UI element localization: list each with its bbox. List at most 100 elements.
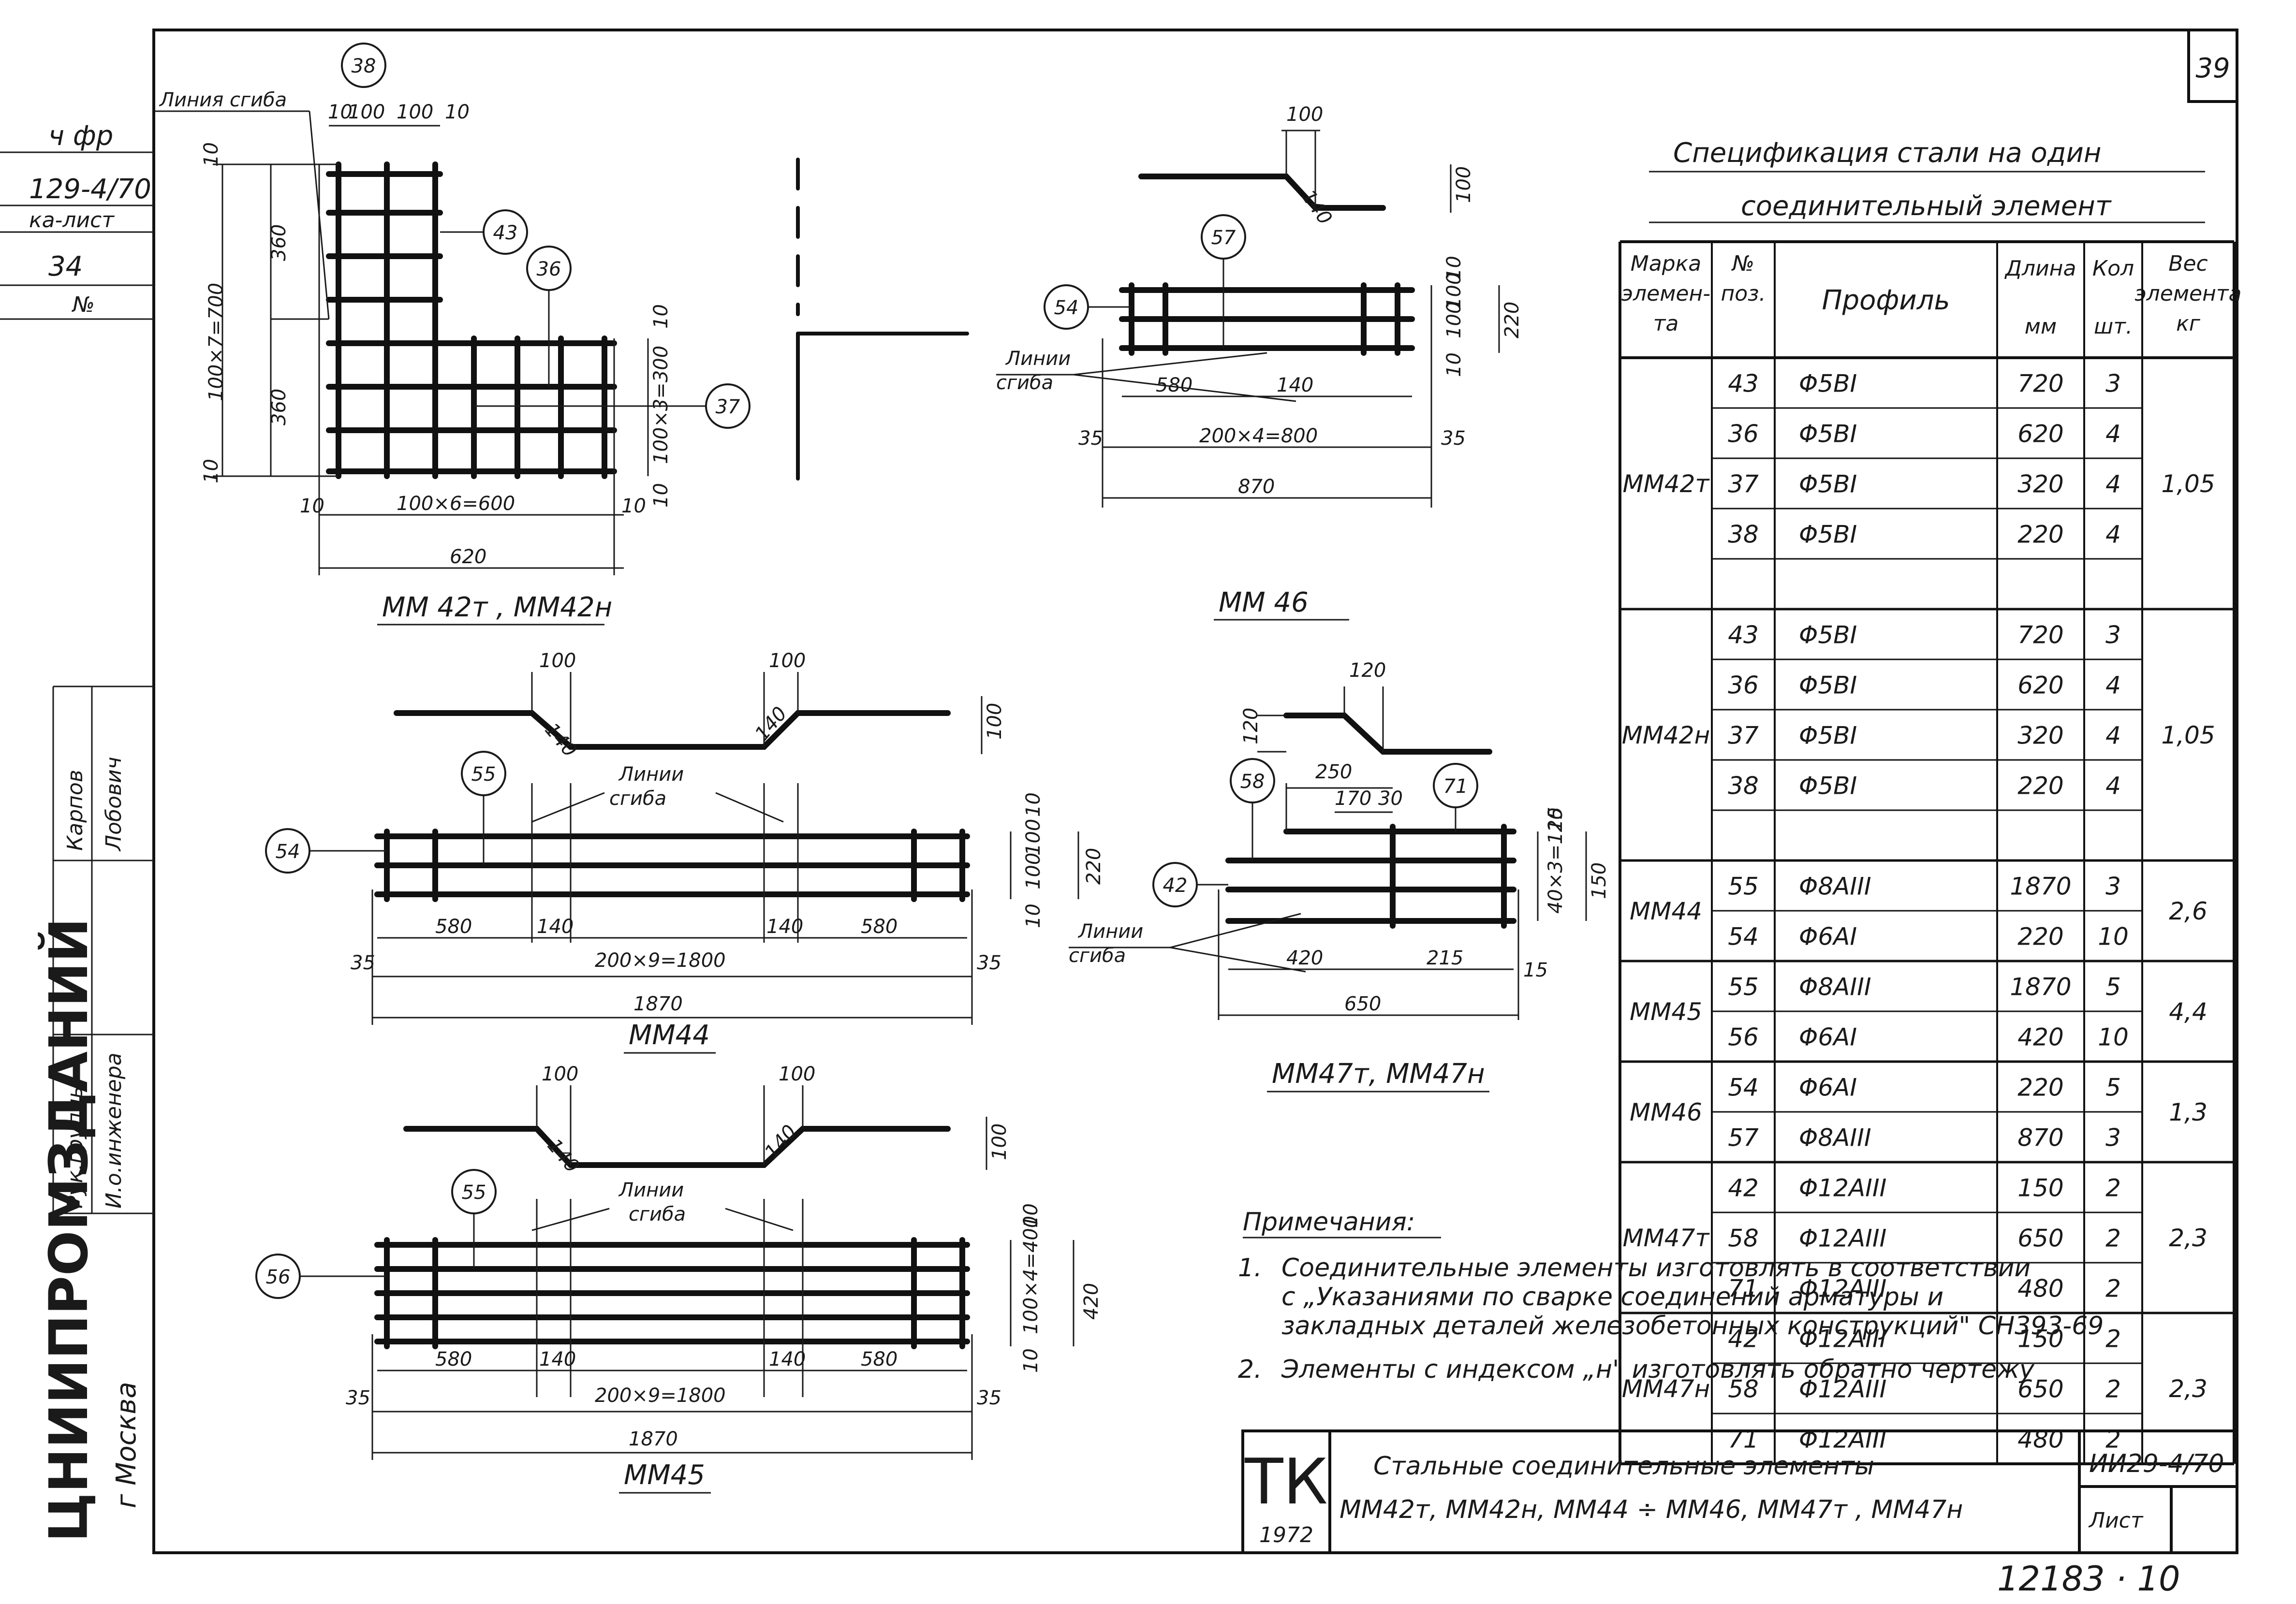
spec-cell-profile: Φ12AIII <box>1799 1375 1886 1403</box>
mm44-dim-580-r: 580 <box>861 916 898 938</box>
drawing-mm45: 100 100 140 140 100 10 100×4=400 10 420 … <box>255 1063 1103 1494</box>
spec-cell-length: 220 <box>2017 923 2063 951</box>
mm42-dim-620: 620 <box>450 546 486 568</box>
spec-cell-weight: 1,05 <box>2161 470 2215 498</box>
spec-cell-pos: 58 <box>1728 1225 1759 1253</box>
mm45-dim-140-bl: 140 <box>539 1348 576 1371</box>
mm44-dim-100b: 100 <box>1022 853 1045 889</box>
mm44-dim-140-br: 140 <box>766 916 803 938</box>
mm44-mark-55: 55 <box>471 763 496 786</box>
mm44-dim-100a: 100 <box>1022 819 1045 856</box>
mm47-dim-30: 30 <box>1378 787 1403 810</box>
mm42-dim-right-10a: 10 <box>650 304 672 329</box>
mm46-dim-10a: 10 <box>1443 256 1465 280</box>
mm42-dim-700: 100×7=700 <box>205 283 227 401</box>
spec-cell-qty: 4 <box>2105 521 2121 549</box>
spec-cell-pos: 71 <box>1728 1275 1759 1303</box>
spec-cell-qty: 4 <box>2105 772 2121 800</box>
mm45-dim-580-r: 580 <box>861 1348 898 1371</box>
mm45-dim-580-l: 580 <box>435 1348 472 1371</box>
mm47-dim-215: 215 <box>1427 947 1463 969</box>
mm44-caption: ММ44 <box>629 1020 710 1051</box>
mm47-mark-71: 71 <box>1443 775 1468 798</box>
spec-title-2: соединительный элемент <box>1741 190 2112 222</box>
mm45-dim-140-br: 140 <box>769 1348 806 1371</box>
spec-cell-pos: 42 <box>1728 1174 1759 1202</box>
mm46-bend-label-1: Линии <box>1005 348 1071 370</box>
sheet-number-box <box>2187 29 2238 103</box>
spec-cell-pos: 54 <box>1728 923 1759 951</box>
mm46-dim-35a: 35 <box>1078 427 1103 450</box>
mm44-dim-35a: 35 <box>351 952 375 974</box>
spec-cell-qty: 4 <box>2105 470 2121 498</box>
mm45-dim-10b: 10 <box>1020 1348 1042 1373</box>
spec-cell-weight: 2,6 <box>2169 897 2208 925</box>
spec-cell-profile: Φ6AI <box>1799 1023 1857 1051</box>
spec-cell-length: 650 <box>2017 1375 2063 1403</box>
spec-cell-length: 720 <box>2017 370 2063 398</box>
sheet-border <box>152 29 2238 1554</box>
spec-cell-profile: Φ5BI <box>1799 722 1857 750</box>
spec-header-weight: кг <box>2176 311 2201 336</box>
title-line-2: ММ42т, ММ42н, ММ44 ÷ ММ46, ММ47т , ММ47н <box>1339 1495 1963 1524</box>
mm42-mark-36: 36 <box>537 258 561 280</box>
notes: Примечания: 1. Соединительные элементы и… <box>1238 1208 2104 1384</box>
spec-header-pos: № <box>1731 251 1754 276</box>
mm44-dim-1870: 1870 <box>633 993 683 1015</box>
strip-cell-3: ка-лист <box>29 208 115 233</box>
spec-cell-profile: Φ5BI <box>1799 370 1857 398</box>
spec-cell-length: 620 <box>2017 420 2063 448</box>
mm42-dim-600: 100×6=600 <box>397 493 515 515</box>
strip-cell-2: 129-4/70 <box>29 174 151 205</box>
spec-header-mark: та <box>1653 311 1679 336</box>
spec-cell-pos: 55 <box>1728 973 1759 1001</box>
spec-cell-profile: Φ8AIII <box>1799 1124 1871 1152</box>
mm42-dim-top-100a: 100 <box>348 101 385 123</box>
strip-cell-1: ч фр <box>48 120 113 152</box>
spec-cell-length: 220 <box>2017 521 2063 549</box>
mm42-dim-left-10: 10 <box>200 142 222 167</box>
mm45-bend-label-1: Линии <box>618 1179 684 1201</box>
mm45-bend-label-2: сгиба <box>629 1203 686 1225</box>
note-2-num: 2. <box>1238 1355 1262 1384</box>
spec-cell-qty: 4 <box>2105 722 2121 750</box>
left-title-strip: ч фр 129-4/70 ка-лист 34 № Карпов Лобови… <box>0 120 154 1542</box>
mm45-dim-35a: 35 <box>346 1387 370 1409</box>
spec-cell-weight: 1,3 <box>2169 1098 2208 1126</box>
spec-cell-pos: 54 <box>1728 1074 1759 1102</box>
mm47-dim-150: 150 <box>1588 862 1610 899</box>
mm44-bend-label-1: Линии <box>618 763 684 786</box>
mm47-dim-250: 250 <box>1315 761 1352 783</box>
mm45-dim-35b: 35 <box>977 1387 1001 1409</box>
spec-cell-pos: 37 <box>1728 470 1759 498</box>
mm45-dim-420: 420 <box>1080 1283 1103 1320</box>
note-1-line-2: с „Указаниями по сварке соединений армат… <box>1281 1283 1943 1312</box>
note-2-line-1: Элементы с индексом „н" изготовлять обра… <box>1281 1355 2035 1384</box>
spec-cell-profile: Φ12AIII <box>1799 1275 1886 1303</box>
spec-cell-qty: 2 <box>2105 1275 2121 1303</box>
spec-cell-length: 220 <box>2017 1074 2063 1102</box>
spec-cell-length: 1870 <box>2010 973 2071 1001</box>
spec-cell-profile: Φ12AIII <box>1799 1325 1886 1353</box>
mm47-caption: ММ47т, ММ47н <box>1272 1058 1485 1090</box>
spec-cell-profile: Φ5BI <box>1799 521 1857 549</box>
spec-cell-mark: ММ42т <box>1622 470 1710 498</box>
drawing-mm46: 100 140 100 10 100 100 10 220 580 140 35… <box>996 103 1523 621</box>
mm46-dim-100-top: 100 <box>1286 103 1323 126</box>
mm44-mark-54: 54 <box>276 841 300 863</box>
mm45-dim-10a: 10 <box>1020 1203 1042 1228</box>
mm45-dim-100-l: 100 <box>542 1063 578 1085</box>
spec-cell-length: 320 <box>2017 722 2063 750</box>
spec-cell-qty: 3 <box>2105 873 2121 901</box>
spec-cell-length: 150 <box>2017 1174 2063 1202</box>
mm45-dim-1870: 1870 <box>629 1428 678 1450</box>
mm45-dim-100-r: 100 <box>779 1063 815 1085</box>
spec-cell-weight: 4,4 <box>2169 998 2208 1026</box>
drawing-mm44: 100 100 140 140 100 10 100 100 10 220 58… <box>265 650 1105 1054</box>
spec-header-profile: Профиль <box>1822 285 1950 316</box>
mm42-dim-left-10b: 10 <box>200 459 222 483</box>
mm46-dim-140: 140 <box>1277 374 1313 396</box>
mm45-dim-1800: 200×9=1800 <box>595 1385 726 1407</box>
drawing-mm42: Линия сгиба 10 100 100 10 10 360 360 100… <box>155 43 751 626</box>
